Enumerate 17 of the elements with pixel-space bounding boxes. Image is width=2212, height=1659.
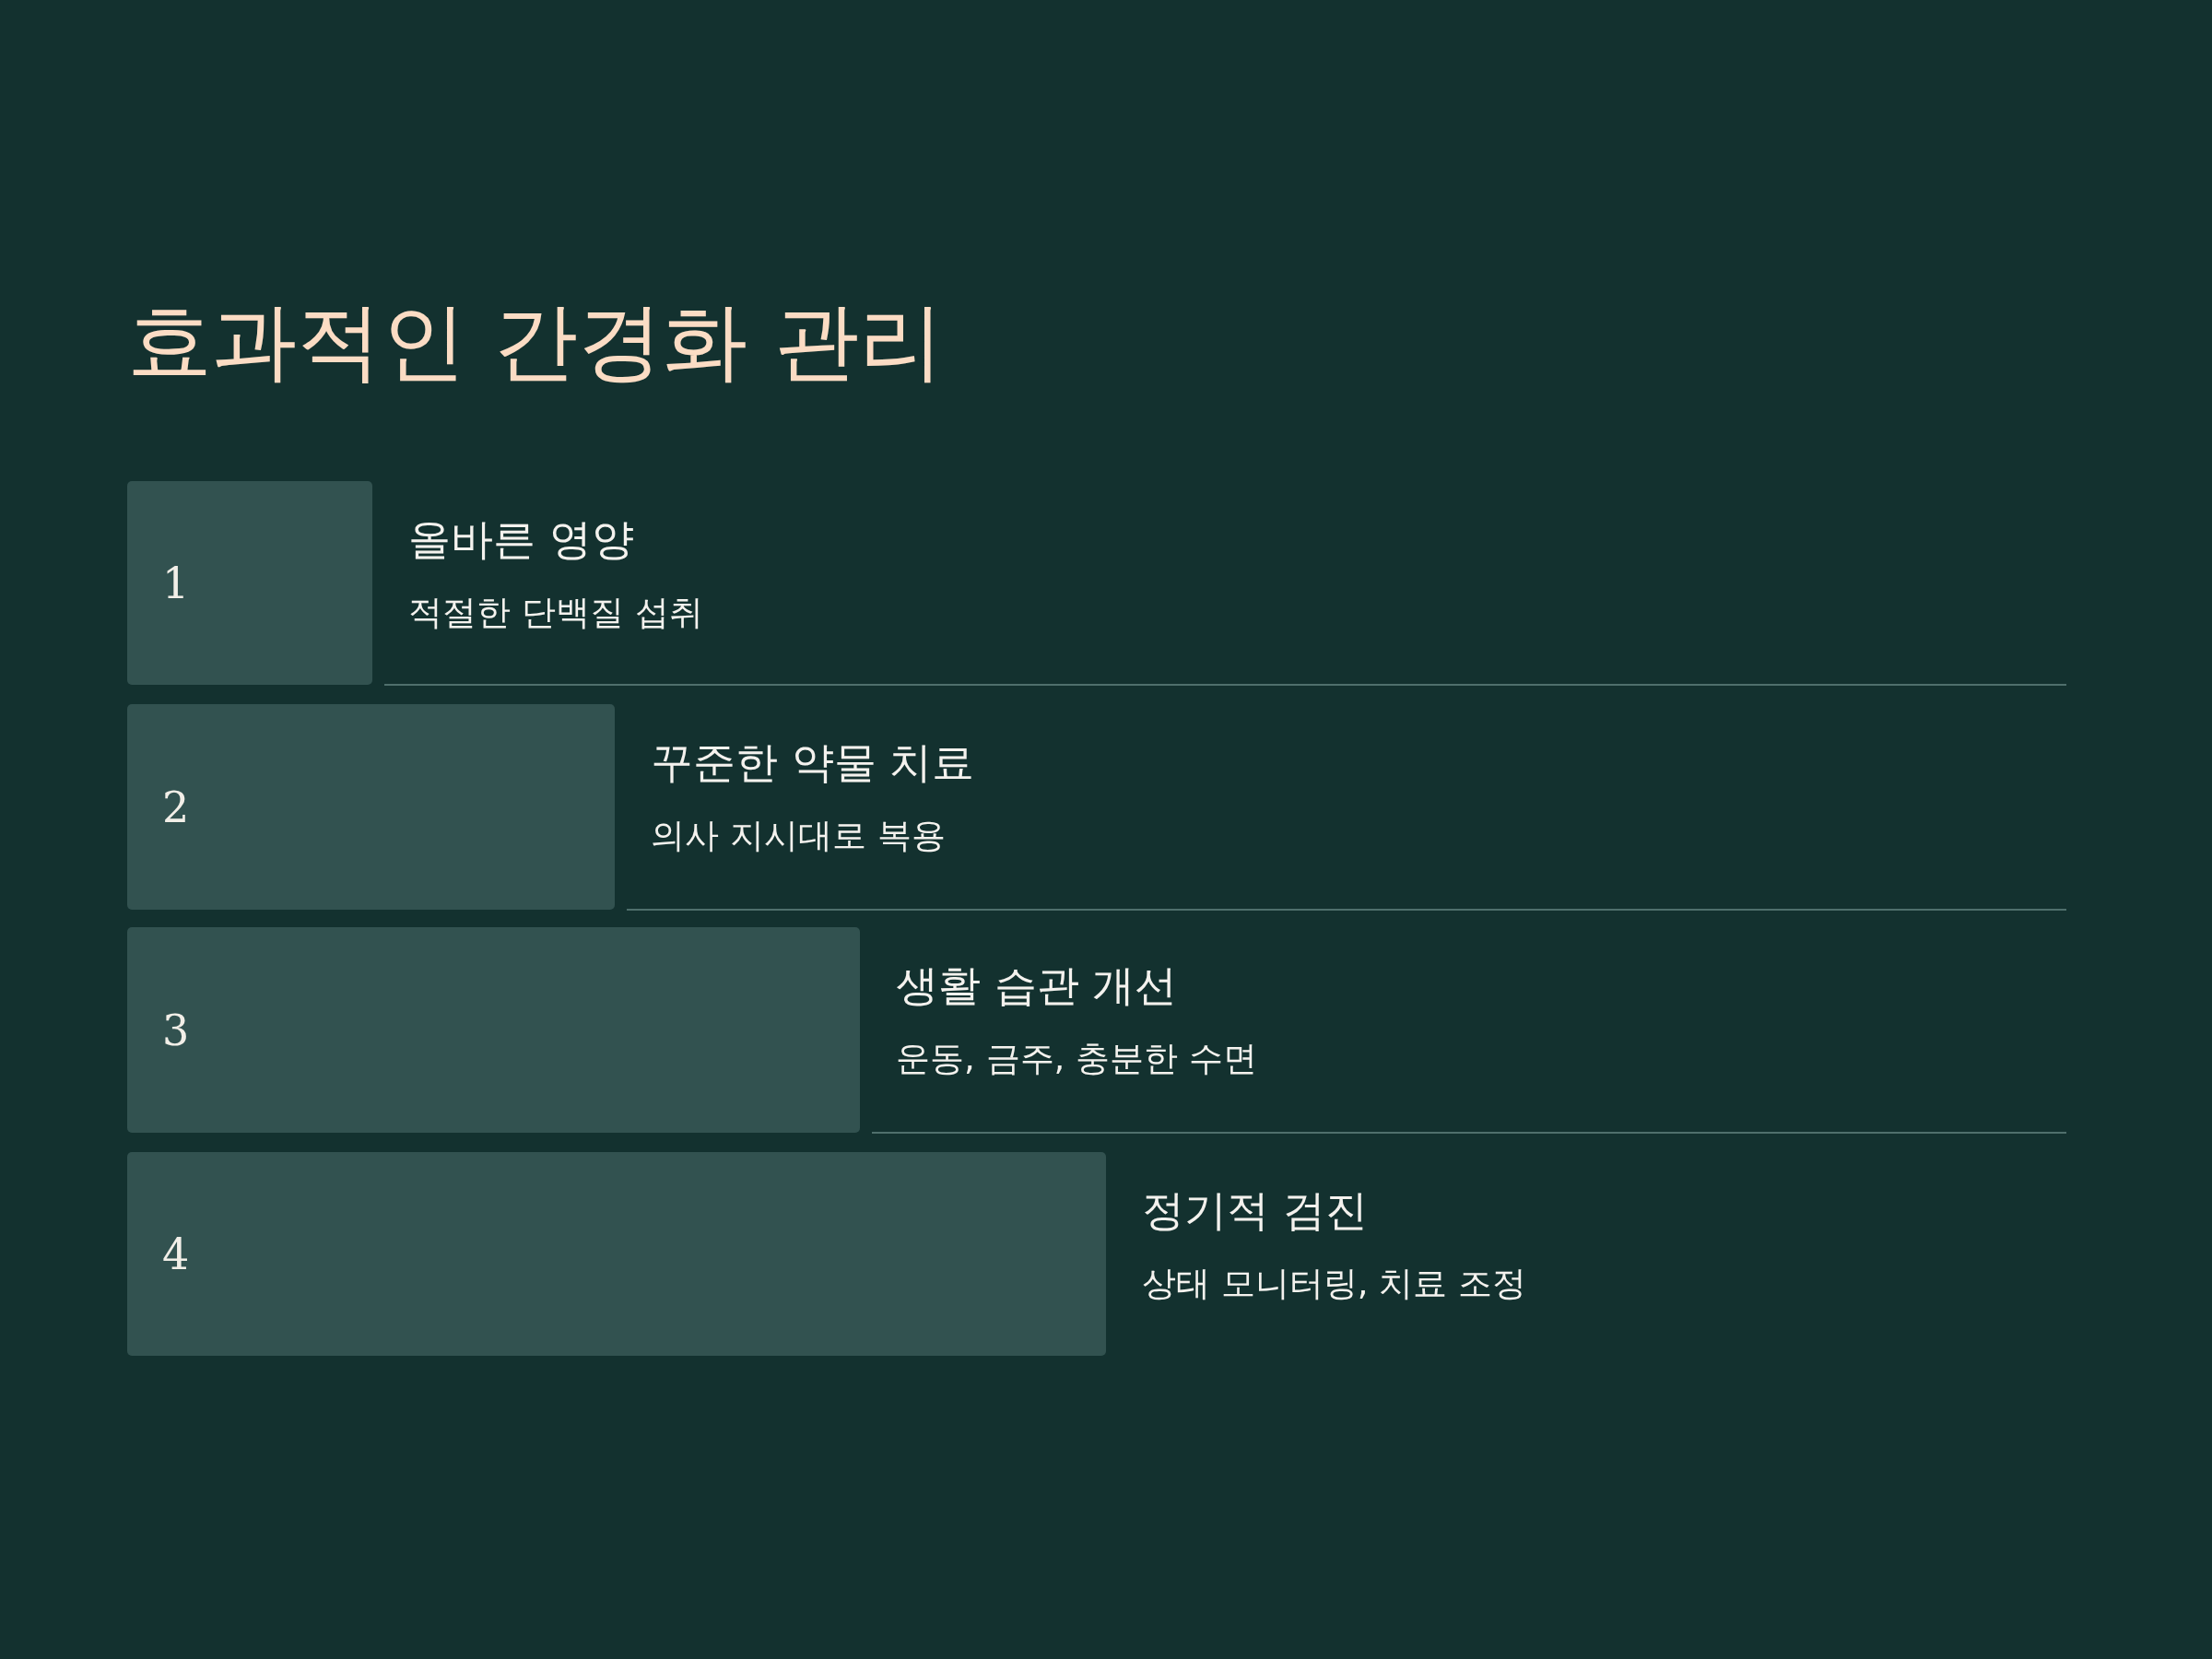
step-box [127,481,372,685]
step-box [127,704,615,910]
step-number: 1 [162,559,190,606]
step-description: 상태 모니터링, 치료 조정 [1142,1264,1527,1305]
step-heading: 꾸준한 약물 치료 [651,737,975,789]
step-box [127,1152,1106,1356]
step-description: 적절한 단백질 섭취 [408,593,703,634]
step-heading: 생활 습관 개선 [896,960,1179,1012]
step-number: 4 [162,1230,190,1277]
step-heading: 정기적 검진 [1142,1185,1369,1237]
step-box [127,927,860,1133]
step-number: 2 [162,783,190,830]
step-number: 3 [162,1006,190,1053]
step-description: 운동, 금주, 충분한 수면 [896,1039,1257,1080]
step-description: 의사 지시대로 복용 [651,816,947,857]
slide-title: 효과적인 간경화 관리 [127,293,945,391]
step-heading: 올바른 영양 [408,514,635,566]
